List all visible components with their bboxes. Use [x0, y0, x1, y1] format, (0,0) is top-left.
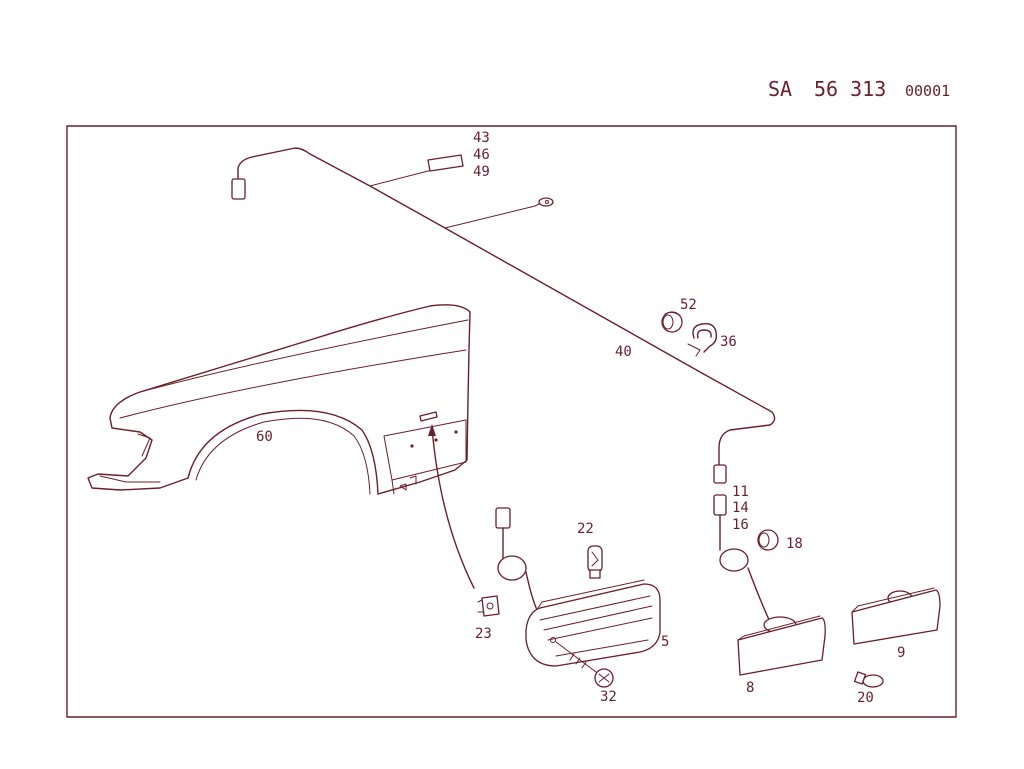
nut-clip-23: [477, 595, 500, 617]
label-46: 46: [473, 147, 490, 163]
header-prefix: SA: [768, 77, 792, 101]
label-5: 5: [661, 634, 669, 650]
label-36: 36: [720, 334, 737, 350]
label-43: 43: [473, 130, 490, 146]
label-9: 9: [897, 645, 905, 661]
label-32: 32: [600, 689, 617, 705]
grommet-18: [757, 529, 779, 551]
label-40: 40: [615, 344, 632, 360]
side-marker-lamp-5: [495, 507, 661, 667]
screw-32: [555, 641, 614, 688]
label-11: 11: [732, 484, 749, 500]
bulb-20: [853, 671, 884, 688]
label-20: 20: [857, 690, 874, 706]
turn-signal-lamp-8: [713, 494, 826, 676]
label-8: 8: [746, 680, 754, 696]
clip-36: [687, 322, 718, 357]
header-code: 56 313: [814, 77, 886, 101]
label-18: 18: [786, 536, 803, 552]
label-14: 14: [732, 500, 749, 516]
label-23: 23: [475, 626, 492, 642]
diagram-frame: [66, 125, 957, 718]
label-22: 22: [577, 521, 594, 537]
turn-signal-lamp-9: [851, 587, 941, 645]
label-52: 52: [680, 297, 697, 313]
bulb-22: [587, 545, 603, 579]
header-suffix: 00001: [905, 82, 950, 100]
label-49: 49: [473, 164, 490, 180]
wiring-harness-40: [231, 147, 776, 484]
front-fender-60: [87, 304, 475, 589]
label-60: 60: [256, 429, 273, 445]
label-16: 16: [732, 517, 749, 533]
grommet-52: [661, 311, 683, 333]
